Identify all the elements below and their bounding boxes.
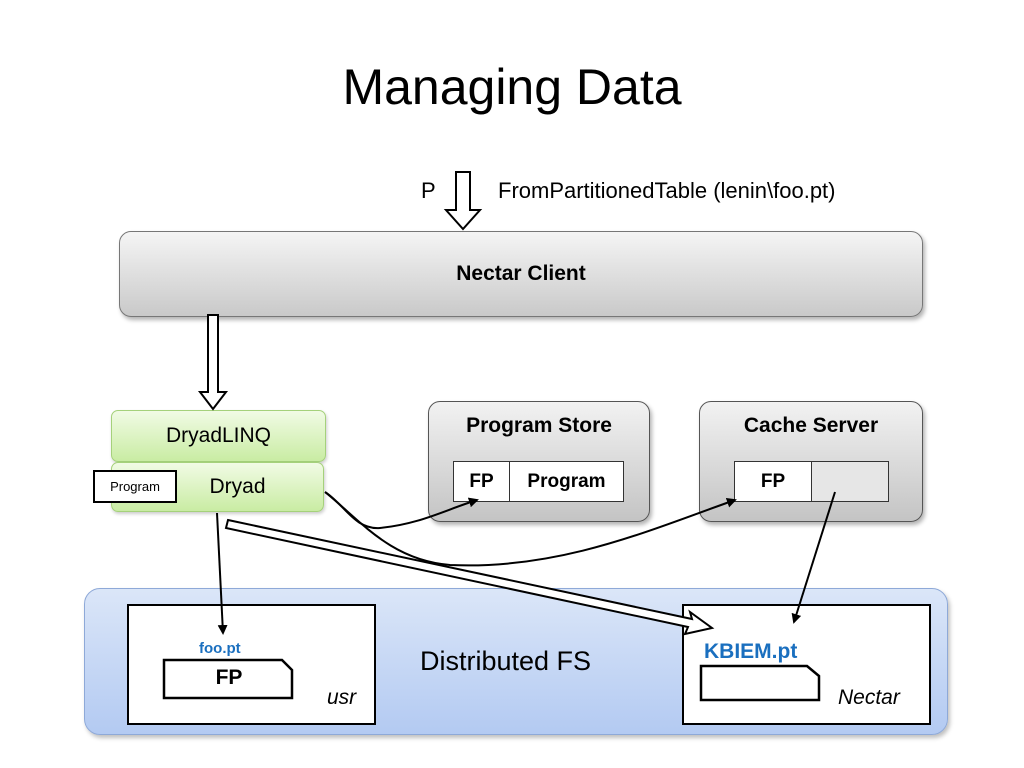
program-store-title: Program Store	[466, 414, 612, 437]
nectar-client-label: Nectar Client	[456, 262, 586, 285]
partitioned-table-call: FromPartitionedTable (lenin\foo.pt)	[498, 178, 836, 203]
program-p-label: P	[421, 178, 436, 203]
dryadlinq-label: DryadLINQ	[165, 424, 272, 447]
p-into-client-arrow	[443, 171, 483, 231]
dryad-to-cache-server-arrow	[324, 491, 737, 567]
client-to-dryadlinq-arrow	[197, 314, 229, 411]
dryad-to-program-store-arrow	[324, 491, 479, 530]
foo-pt-file-content: FP	[215, 666, 243, 689]
usr-label: usr	[327, 686, 357, 709]
cache-server-title: Cache Server	[743, 414, 879, 437]
nectar-client-box[interactable]: Nectar Client	[119, 231, 923, 317]
cache-server-empty-cell	[811, 461, 889, 502]
usr-volume[interactable]: foo.pt FP usr	[127, 604, 376, 725]
cache-server-fp-cell: FP	[734, 461, 812, 502]
distributed-fs-label: Distributed FS	[420, 646, 592, 676]
program-store-fp-cell: FP	[453, 461, 510, 502]
dryad-to-foo-pt-arrow	[216, 512, 228, 635]
program-box[interactable]: Program	[93, 470, 177, 503]
dryadlinq-box[interactable]: DryadLINQ	[111, 410, 326, 462]
nectar-filename: KBIEM.pt	[704, 640, 798, 663]
foo-pt-file-icon[interactable]	[162, 658, 296, 702]
nectar-file-icon[interactable]	[699, 664, 823, 704]
program-store-panel[interactable]: Program Store FP Program	[428, 401, 650, 522]
nectar-volume[interactable]: KBIEM.pt Nectar	[682, 604, 931, 725]
nectar-label: Nectar	[838, 686, 900, 709]
program-store-program-cell: Program	[509, 461, 624, 502]
cache-to-nectar-file-arrow	[791, 491, 836, 624]
dryad-label: Dryad	[209, 475, 266, 498]
program-label: Program	[110, 479, 160, 494]
foo-pt-filename: foo.pt	[199, 640, 241, 657]
slide-title: Managing Data	[342, 59, 682, 115]
dryad-to-nectar-file-hollow-arrow	[224, 518, 715, 636]
